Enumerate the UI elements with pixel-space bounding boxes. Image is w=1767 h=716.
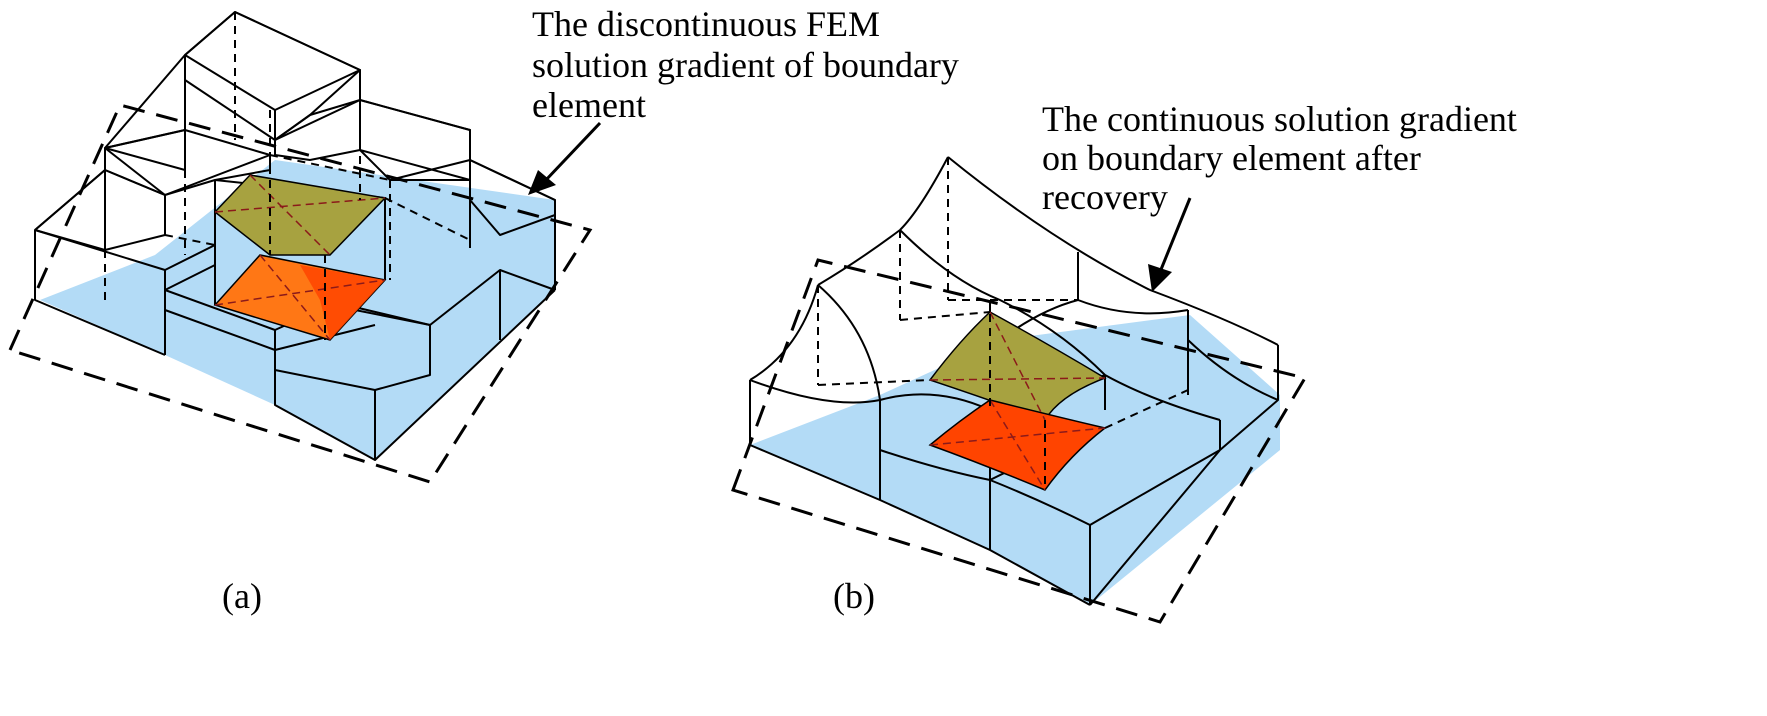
panel-b-diagram [731,156,1308,624]
panel-a-boundary-frame [7,103,593,484]
panel-b-projection-lines [817,157,1189,490]
panel-a-annotation: The discontinuous FEM solution gradient … [528,4,959,195]
panel-a-diagram [7,11,593,484]
panel-b-annotation-line-1: The continuous solution gradient [1042,99,1517,139]
panel-a-label: (a) [222,576,262,616]
panel-a-annotation-line-1: The discontinuous FEM [532,4,880,44]
panel-b-annotation-arrow [1158,197,1192,273]
panel-a-annotation-line-3: element [532,85,646,125]
panel-b-arrowhead [1148,264,1172,292]
panel-b-label: (b) [833,576,875,616]
panel-b-annotation-line-2: on boundary element after [1042,138,1421,178]
panel-b-annotation: The continuous solution gradient on boun… [1042,99,1517,292]
panel-a-olive-element [213,174,387,256]
panel-a-projection-lines [104,12,471,340]
panel-b-annotation-line-3: recovery [1042,177,1168,217]
panel-a-annotation-arrow [543,121,602,183]
panel-a-annotation-line-2: solution gradient of boundary [532,45,959,85]
panel-a-arrowhead [528,170,556,195]
